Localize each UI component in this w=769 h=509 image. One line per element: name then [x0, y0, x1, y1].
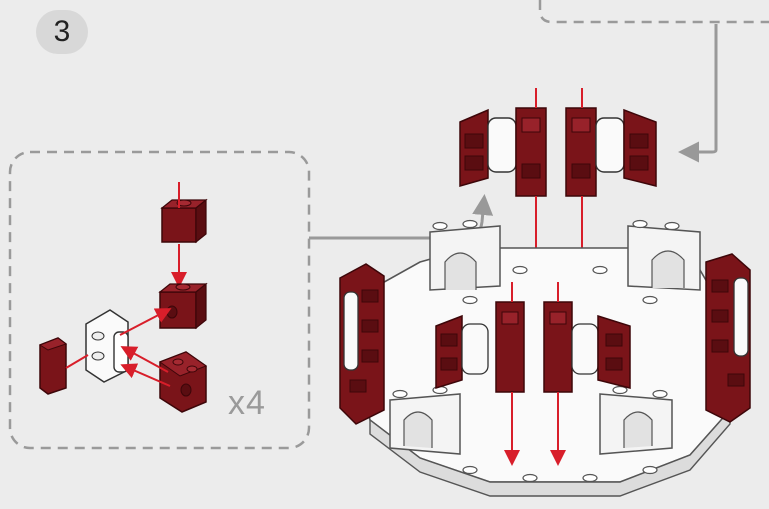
step-badge: 3 — [36, 10, 88, 54]
subassembly-multiplier: x4 — [228, 384, 266, 422]
previous-callout-box — [538, 0, 769, 24]
brick-1x1-top — [160, 198, 208, 244]
front-wall-assembly — [435, 282, 631, 466]
brick-1x1-side-stud — [158, 282, 208, 330]
subassembly-parts — [38, 182, 208, 413]
installed-wall-left — [339, 263, 385, 425]
step-number: 3 — [53, 15, 71, 48]
subassembly-callout-box — [8, 150, 311, 450]
tile-1x2-left — [38, 337, 68, 395]
installed-wall-right — [705, 253, 751, 423]
callout-arrow-to-upper-assembly — [678, 24, 718, 163]
upper-wall-assembly — [459, 88, 657, 266]
clip-plate-lower — [158, 351, 208, 413]
white-clip-plate — [85, 309, 129, 383]
